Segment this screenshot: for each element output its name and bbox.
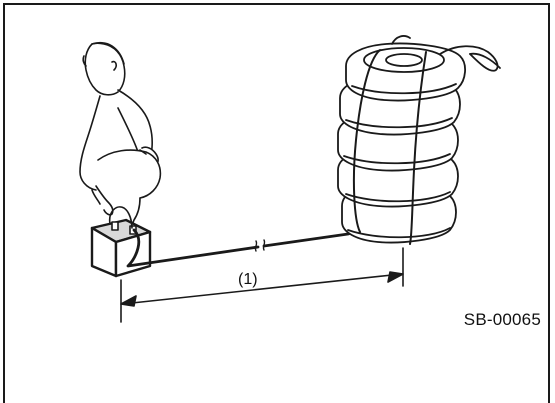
figure-code: SB-00065 [464,310,541,330]
diagram-artwork [0,0,555,337]
dimension-arrow-icon [121,248,403,322]
illustration-figure: (1) SB-00065 [0,0,555,337]
person-icon [80,43,160,230]
dimension-label: (1) [238,271,258,289]
tire-stack-icon [338,36,500,244]
cable-icon [128,228,362,266]
battery-icon [92,207,150,276]
